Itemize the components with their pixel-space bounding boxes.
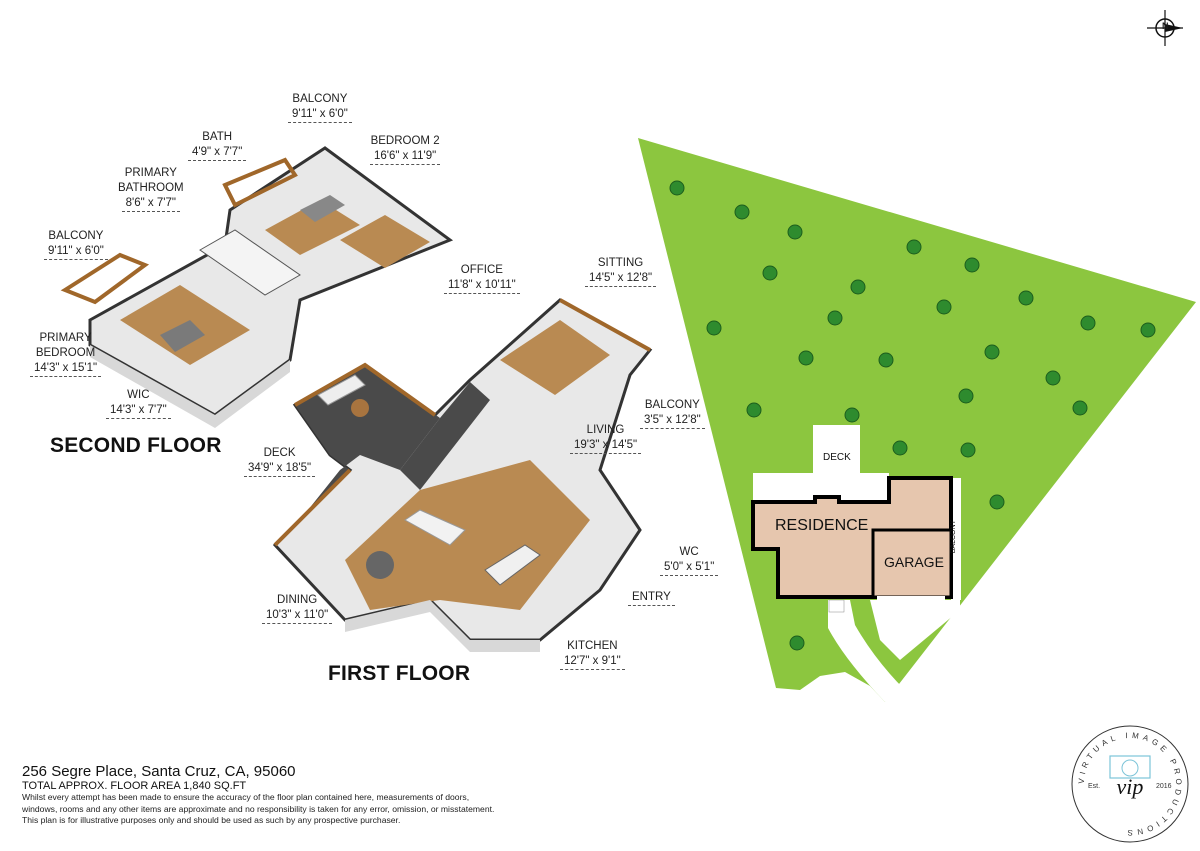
tree-icon xyxy=(1140,322,1156,338)
svg-text:Est.: Est. xyxy=(1088,783,1100,790)
tree-icon xyxy=(984,344,1000,360)
tree-icon xyxy=(1072,400,1088,416)
tree-icon xyxy=(989,494,1005,510)
room-label-entry: ENTRY xyxy=(628,590,675,606)
tree-icon xyxy=(878,352,894,368)
tree-icon xyxy=(958,388,974,404)
company-logo: VIRTUAL IMAGE PRODUCTIONS vip Est. 2016 xyxy=(1068,722,1192,846)
tree-icon xyxy=(1080,315,1096,331)
tree-group xyxy=(669,180,1156,651)
tree-icon xyxy=(850,279,866,295)
second-floor-plan xyxy=(60,146,454,428)
total-floor-area: TOTAL APPROX. FLOOR AREA 1,840 SQ.FT xyxy=(22,780,247,792)
site-balcony-label: BALCONY xyxy=(950,519,958,554)
compass-north-label: N xyxy=(1162,21,1169,31)
site-deck-label: DECK xyxy=(823,452,851,463)
tree-icon xyxy=(734,204,750,220)
svg-text:2016: 2016 xyxy=(1156,783,1172,790)
tree-icon xyxy=(1045,370,1061,386)
second-floor-title: SECOND FLOOR xyxy=(50,434,222,457)
svg-text:vip: vip xyxy=(1117,774,1144,799)
tree-icon xyxy=(960,442,976,458)
tree-icon xyxy=(906,239,922,255)
property-address: 256 Segre Place, Santa Cruz, CA, 95060 xyxy=(22,763,296,780)
tree-icon xyxy=(1018,290,1034,306)
tree-icon xyxy=(964,257,980,273)
first-floor-title: FIRST FLOOR xyxy=(328,662,471,685)
tree-icon xyxy=(844,407,860,423)
compass-north-icon xyxy=(1147,10,1183,46)
tree-icon xyxy=(669,180,685,196)
tree-icon xyxy=(787,224,803,240)
garage-outline xyxy=(871,528,953,599)
first-floor-plan xyxy=(272,298,653,652)
site-plan xyxy=(638,138,1196,702)
site-residence-label: RESIDENCE xyxy=(775,517,869,534)
tree-icon xyxy=(936,299,952,315)
site-balcony xyxy=(951,478,961,600)
tree-icon xyxy=(827,310,843,326)
tree-icon xyxy=(789,635,805,651)
disclaimer: Whilst every attempt has been made to en… xyxy=(22,792,495,825)
tree-icon xyxy=(892,440,908,456)
tree-icon xyxy=(746,402,762,418)
tree-icon xyxy=(798,350,814,366)
tree-icon xyxy=(706,320,722,336)
site-deck xyxy=(753,425,889,502)
footer-info: 256 Segre Place, Santa Cruz, CA, 95060 T… xyxy=(22,763,562,827)
tree-icon xyxy=(762,265,778,281)
site-garage-label: GARAGE xyxy=(884,554,944,570)
